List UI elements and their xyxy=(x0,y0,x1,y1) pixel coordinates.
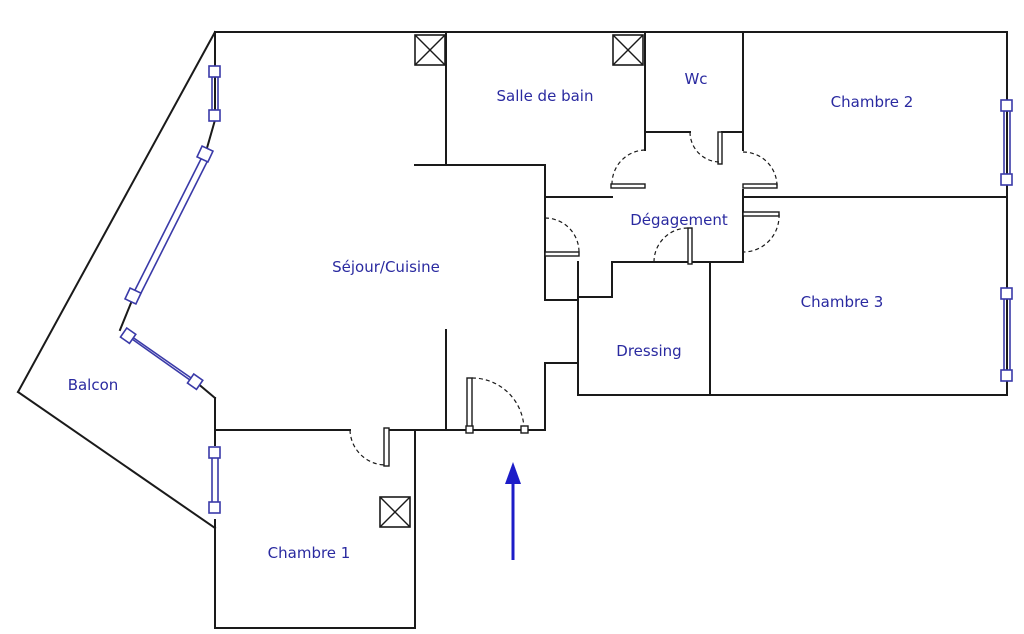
door-icon xyxy=(742,151,778,189)
room-label-degagement: Dégagement xyxy=(630,211,728,229)
door-icon xyxy=(653,227,693,265)
ventilation-ducts xyxy=(379,34,644,528)
room-label-chambre-1: Chambre 1 xyxy=(268,544,351,562)
balcon-edge-top xyxy=(16,30,217,394)
door-icon xyxy=(689,131,723,165)
window-icon xyxy=(123,144,215,306)
door-icon xyxy=(544,217,580,257)
window-icon xyxy=(208,446,221,514)
windows xyxy=(119,65,1013,514)
room-label-salle-de-bain: Salle de bain xyxy=(497,87,594,105)
room-label-chambre-3: Chambre 3 xyxy=(801,293,884,311)
room-label-chambre-2: Chambre 2 xyxy=(831,93,914,111)
doors xyxy=(349,131,780,467)
window-icon xyxy=(1000,99,1013,186)
door-icon xyxy=(349,427,390,467)
ventilation-duct-icon xyxy=(612,34,644,66)
room-labels: Séjour/Cuisine Salle de bain Wc Chambre … xyxy=(68,70,914,562)
outer-wall-top xyxy=(214,31,1008,629)
walls xyxy=(16,30,1008,629)
window-icon xyxy=(208,65,221,122)
room-label-dressing: Dressing xyxy=(616,342,681,360)
room-label-wc: Wc xyxy=(684,70,707,88)
room-label-sejour: Séjour/Cuisine xyxy=(332,258,440,276)
balcon-edge-bottom xyxy=(16,390,217,530)
ventilation-duct-icon xyxy=(414,34,446,66)
room-label-balcon: Balcon xyxy=(68,376,119,394)
window-icon xyxy=(119,326,204,391)
window-icon xyxy=(1000,287,1013,382)
door-icon xyxy=(742,211,780,253)
door-icon xyxy=(610,149,646,189)
ventilation-duct-icon xyxy=(379,496,411,528)
door-icon xyxy=(465,377,529,434)
entry-arrow-icon xyxy=(505,462,521,560)
facade-segment xyxy=(118,296,135,332)
